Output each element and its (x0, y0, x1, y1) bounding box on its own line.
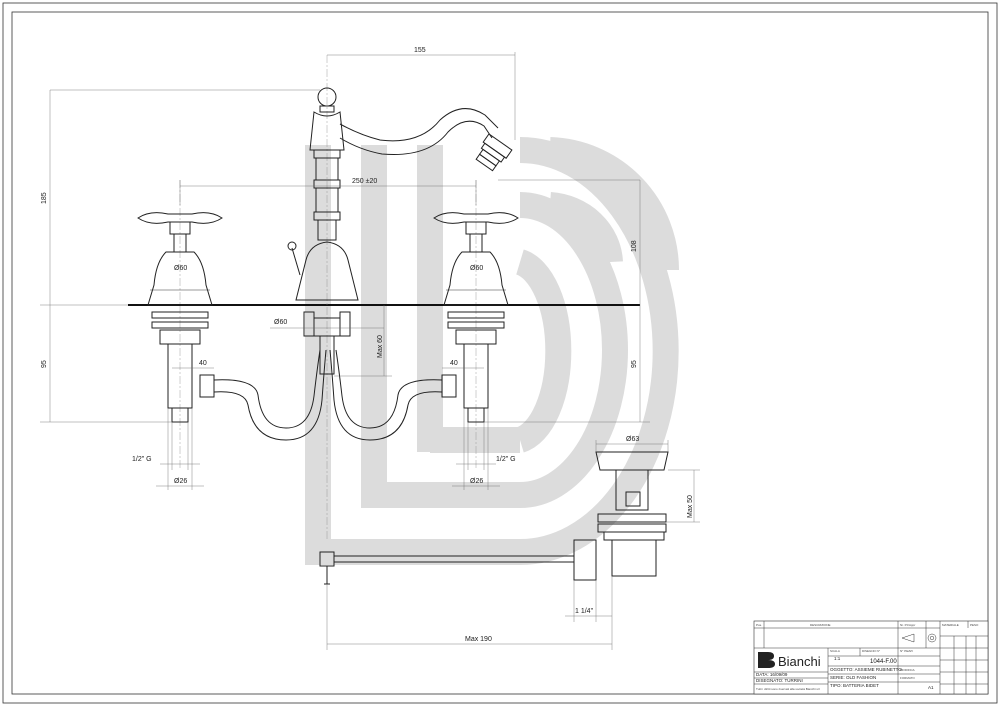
dim-total-height: 185 (41, 192, 48, 204)
dim-pipe-offset-right: 40 (450, 360, 458, 367)
tb-format-value: A1 (928, 685, 934, 690)
dim-waste-dia: Ø63 (626, 436, 639, 443)
dim-shank-dia-left: Ø26 (174, 478, 187, 485)
connection-pipes (213, 349, 443, 441)
dim-handle-spacing: 250 ±20 (352, 178, 377, 185)
left-handle-valve (137, 212, 223, 423)
tb-ref-label: N° PEZZI (900, 649, 913, 653)
tb-type: TIPO: BATTERIA BIDET (830, 683, 879, 688)
tb-col-material: MATERIALE (942, 623, 959, 627)
dim-waste-thread: 1 1/4" (575, 608, 594, 615)
dim-pipe-offset-left: 40 (199, 360, 207, 367)
projection-symbol (901, 633, 937, 643)
spout-body (287, 87, 513, 375)
tb-date: DATA: 16/09/09 (756, 672, 788, 677)
tb-object: OGGETTO: ASSIEME RUBINETTO (830, 667, 902, 672)
dim-below-deck-right: 95 (631, 360, 638, 368)
brand-name: Bianchi (778, 654, 821, 669)
dim-waste-height: Max 50 (687, 495, 694, 518)
tb-drawing-no-label: DISEGNO N° (862, 649, 881, 653)
dim-below-deck-left: 95 (41, 360, 48, 368)
tb-col-weight: PESO (970, 623, 979, 627)
tb-col-qty: Nr. Pz/Appr (900, 623, 915, 627)
dim-spout-height: 108 (631, 240, 638, 252)
dim-pop-up-length: Max 190 (465, 636, 492, 643)
inner-border (11, 11, 989, 695)
tb-drawing-no-value: 1044-F.00 (870, 659, 897, 665)
dim-spout-reach: 155 (414, 47, 426, 54)
dimension-lines (40, 52, 700, 650)
pop-up-waste (319, 451, 669, 585)
tb-series: SERIE: OLD FASHION (830, 675, 876, 680)
tb-scale-label: SCALA (830, 649, 840, 653)
title-block: Pos. DESCRIZIONE Nr. Pz/Appr MATERIALE P… (753, 620, 989, 695)
dim-thread-left: 1/2" G (132, 456, 152, 463)
dim-shank-dia-right: Ø26 (470, 478, 483, 485)
dimension-labels: 155 185 250 ±20 108 Ø60 Ø60 Ø60 Max 60 9… (41, 47, 694, 643)
tb-col-pos: Pos. (756, 623, 762, 627)
tb-modify-label: MODIFICA (900, 668, 915, 672)
tb-format-label: FORMATO (900, 676, 915, 680)
dim-handle-dia-left: Ø60 (174, 265, 187, 272)
tb-drawn-by: DISEGNATO: TURRINI (756, 678, 803, 683)
dim-thread-right: 1/2" G (496, 456, 516, 463)
tb-col-description: DESCRIZIONE (810, 623, 831, 627)
right-handle-valve (433, 212, 519, 423)
dim-max-thickness: Max 60 (377, 335, 384, 358)
watermark-logo (305, 137, 679, 565)
dim-handle-dia-right: Ø60 (470, 265, 483, 272)
tb-notice: Tutti i diritti sono riservati alla soci… (756, 687, 820, 691)
bianchi-logo: Bianchi (758, 652, 821, 669)
dim-body-dia: Ø60 (274, 319, 287, 326)
tb-scale-value: 1:1 (834, 656, 841, 661)
